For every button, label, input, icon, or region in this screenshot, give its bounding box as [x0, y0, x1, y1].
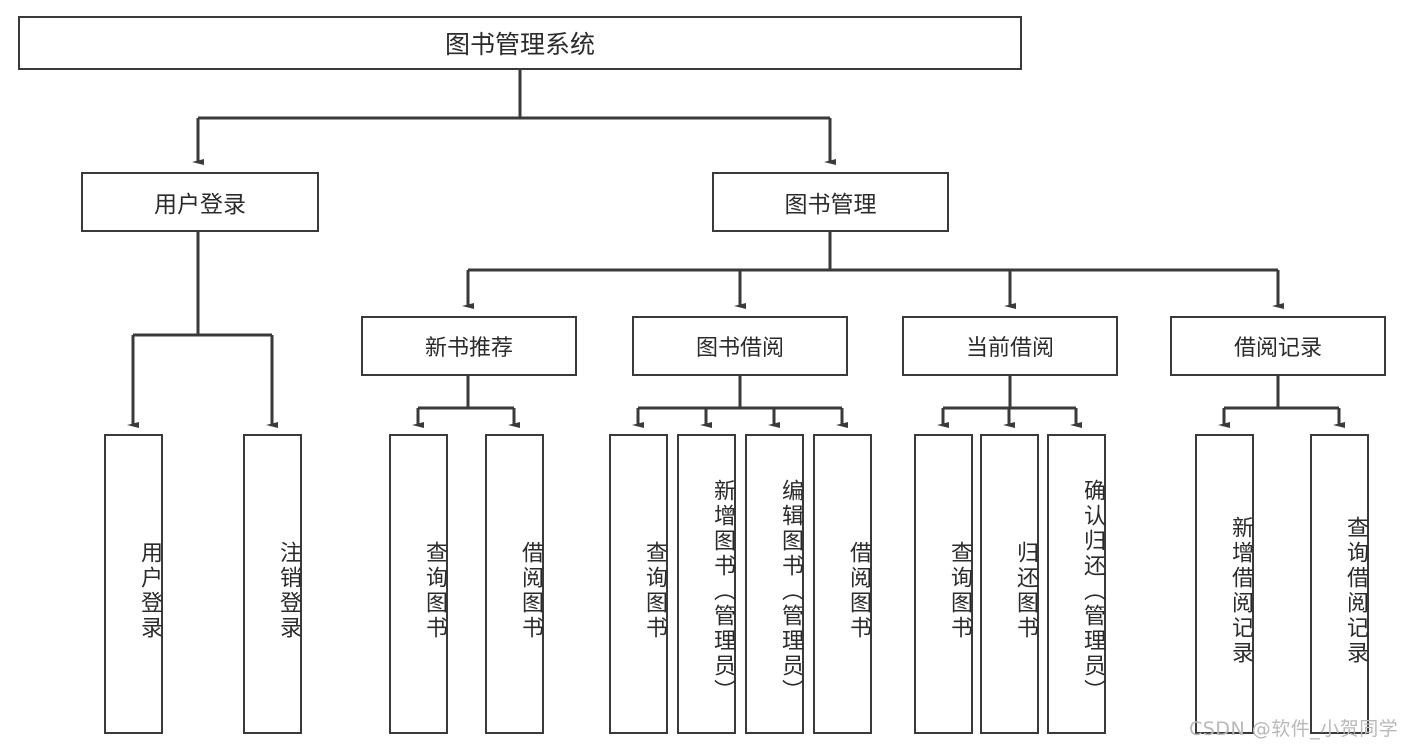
node-leaf-borrow-book-label: 借阅图书	[846, 541, 871, 641]
node-leaf-search-borrow-record-label: 查询借阅记录	[1343, 516, 1368, 666]
node-leaf-edit-book-admin-label: 编辑图书（管理员）	[778, 478, 803, 704]
node-book-borrow-label: 图书借阅	[695, 336, 784, 361]
node-book-management-label: 图书管理	[784, 192, 877, 218]
node-new-book-recommend[interactable]: 新书推荐	[361, 316, 577, 376]
node-leaf-search-book-current-label: 查询图书	[947, 541, 972, 641]
node-user-login[interactable]: 用户登录	[81, 172, 319, 232]
node-book-management[interactable]: 图书管理	[712, 172, 949, 232]
node-leaf-search-book-borrow-label: 查询图书	[642, 541, 667, 641]
node-leaf-user-login[interactable]: 用户登录	[104, 434, 163, 734]
node-leaf-search-borrow-record[interactable]: 查询借阅记录	[1310, 434, 1369, 734]
node-leaf-user-login-label: 用户登录	[137, 541, 162, 641]
node-book-borrow[interactable]: 图书借阅	[632, 316, 848, 376]
node-leaf-add-borrow-record-label: 新增借阅记录	[1228, 516, 1253, 666]
node-leaf-confirm-return-admin[interactable]: 确认归还（管理员）	[1047, 434, 1106, 734]
node-new-book-recommend-label: 新书推荐	[424, 336, 513, 361]
node-leaf-return-book[interactable]: 归还图书	[980, 434, 1039, 734]
node-leaf-search-book-recommend-label: 查询图书	[422, 541, 447, 641]
node-user-login-label: 用户登录	[154, 192, 246, 218]
node-leaf-search-book-current[interactable]: 查询图书	[914, 434, 973, 734]
watermark-text: CSDN @软件_小贺同学	[1189, 718, 1399, 740]
node-leaf-borrow-book[interactable]: 借阅图书	[813, 434, 872, 734]
node-leaf-logout-label: 注销登录	[276, 541, 301, 641]
node-leaf-borrow-book-recommend-label: 借阅图书	[518, 541, 543, 641]
node-current-borrow-label: 当前借阅	[965, 336, 1054, 361]
node-leaf-search-book-recommend[interactable]: 查询图书	[389, 434, 448, 734]
node-current-borrow[interactable]: 当前借阅	[902, 316, 1118, 376]
node-borrow-record[interactable]: 借阅记录	[1170, 316, 1386, 376]
node-root[interactable]: 图书管理系统	[18, 16, 1022, 70]
node-leaf-return-book-label: 归还图书	[1013, 541, 1038, 641]
node-leaf-borrow-book-recommend[interactable]: 借阅图书	[485, 434, 544, 734]
node-leaf-add-book-admin-label: 新增图书（管理员）	[710, 478, 735, 704]
node-leaf-confirm-return-admin-label: 确认归还（管理员）	[1080, 478, 1105, 704]
node-leaf-logout[interactable]: 注销登录	[243, 434, 302, 734]
node-leaf-add-borrow-record[interactable]: 新增借阅记录	[1195, 434, 1254, 734]
node-leaf-search-book-borrow[interactable]: 查询图书	[609, 434, 668, 734]
node-leaf-edit-book-admin[interactable]: 编辑图书（管理员）	[745, 434, 804, 734]
node-leaf-add-book-admin[interactable]: 新增图书（管理员）	[677, 434, 736, 734]
node-borrow-record-label: 借阅记录	[1233, 336, 1322, 361]
node-root-label: 图书管理系统	[444, 30, 595, 59]
